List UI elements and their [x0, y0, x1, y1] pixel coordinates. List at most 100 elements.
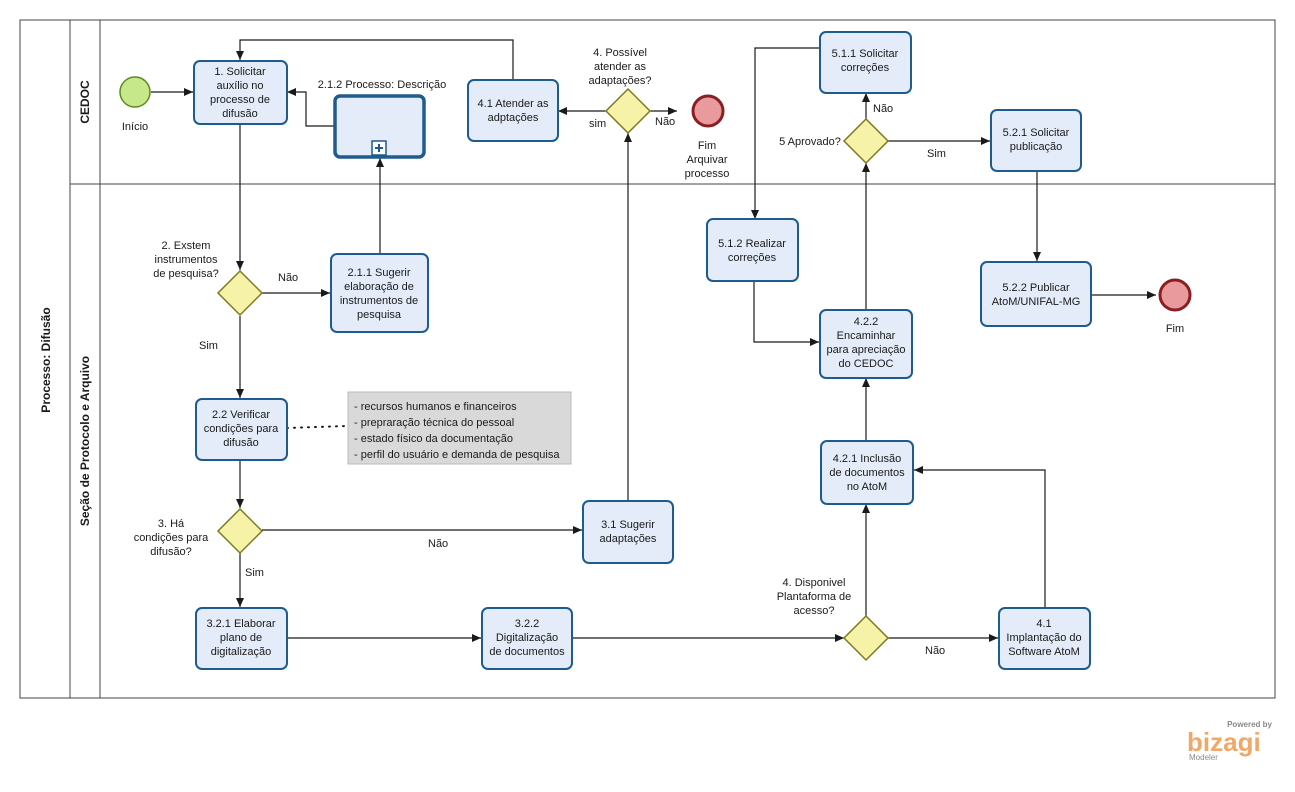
task-2-1-1-line-4: pesquisa — [357, 309, 402, 321]
annotation-association — [286, 425, 347, 429]
gateway-3-label-3: difusão? — [150, 546, 192, 558]
gateway-2-label-3: de pesquisa? — [153, 268, 218, 280]
task-4-2-1-line-1: 4.2.1 Inclusão — [833, 453, 902, 465]
task-3-1-sugerir-adaptacoes[interactable]: 3.1 Sugerir adaptações — [582, 500, 674, 564]
task-5-2-2-line-1: 5.2.2 Publicar — [1002, 282, 1070, 294]
annotation-line-4: - perfil do usuário e demanda de pesquis… — [354, 449, 560, 461]
task-2-1-1-line-2: elaboração de — [344, 281, 414, 293]
task-2-1-1-line-3: instrumentos de — [340, 295, 418, 307]
task-2-1-1-sugerir-elaboracao[interactable]: 2.1.1 Sugerir elaboração de instrumentos… — [330, 253, 429, 333]
flow-label-sim-3: sim — [589, 118, 606, 130]
flow-label-sim-2: Sim — [245, 567, 264, 579]
task-4-1b-line-2: Implantação do — [1006, 632, 1081, 644]
task-3-2-1-line-3: digitalização — [211, 646, 272, 658]
sequence-flows — [151, 39, 1156, 642]
task-5-1-1-solicitar-correcoes[interactable]: 5.1.1 Solicitar correções — [819, 31, 912, 94]
gateway-4-label-1: 4. Possível — [593, 47, 647, 59]
task-3-2-2-line-3: de documentos — [489, 646, 565, 658]
task-3-2-1-elaborar-plano[interactable]: 3.2.1 Elaborar plano de digitalização — [195, 607, 288, 670]
task-5-2-1-line-1: 5.2.1 Solicitar — [1003, 127, 1070, 139]
gateway-2-instrumentos[interactable] — [216, 269, 264, 317]
task-5-2-2-line-2: AtoM/UNIFAL-MG — [992, 296, 1081, 308]
task-3-1-line-1: 3.1 Sugerir — [601, 519, 655, 531]
task-5-2-1-solicitar-publicacao[interactable]: 5.2.1 Solicitar publicação — [990, 109, 1082, 172]
task-1-line-2: auxílio no — [216, 80, 263, 92]
gateway-2-label-1: 2. Exstem — [162, 240, 211, 252]
text-annotation: - recursos humanos e financeiros - prepr… — [347, 391, 572, 465]
flow-label-nao-2: Não — [428, 538, 448, 550]
gateway-3-condicoes[interactable] — [216, 507, 264, 555]
annotation-line-2: - prepraração técnica do pessoal — [354, 417, 514, 429]
task-4-1b-line-3: Software AtoM — [1008, 646, 1080, 658]
gateway-5-label: 5 Aprovado? — [779, 136, 841, 148]
task-4-2-2-line-2: Encaminhar — [837, 330, 896, 342]
pool-title: Processo: Difusão — [39, 307, 53, 412]
flow-label-sim-1: Sim — [199, 340, 218, 352]
gateway-4-label-3: adaptações? — [589, 75, 652, 87]
gateway-4-label-2: atender as — [594, 61, 646, 73]
gateway-3-label-1: 3. Há — [158, 518, 185, 530]
task-4-2-2-line-3: para apreciação — [827, 344, 906, 356]
task-4-2-2-line-4: do CEDOC — [838, 358, 893, 370]
task-4-1a-line-1: 4.1 Atender as — [478, 98, 549, 110]
annotation-line-1: - recursos humanos e financeiros — [354, 401, 517, 413]
task-1-solicitar-auxilio[interactable]: 1. Solicitar auxílio no processo de difu… — [193, 60, 288, 125]
task-5-1-1-line-1: 5.1.1 Solicitar — [832, 48, 899, 60]
flow-label-nao-3: Não — [655, 116, 675, 128]
subprocess-2-1-2-descricao[interactable] — [333, 94, 426, 159]
flow-label-nao-4: Não — [873, 103, 893, 115]
end-event-fim-label: Fim — [1166, 323, 1184, 335]
task-4-1a-line-2: adptações — [488, 112, 539, 124]
task-4-1-implantacao-atom[interactable]: 4.1 Implantação do Software AtoM — [998, 607, 1091, 670]
lane-secao-title: Seção de Protocolo e Arquivo — [78, 356, 92, 526]
end-event-arquivar[interactable] — [691, 94, 725, 128]
task-2-2-line-1: 2.2 Verificar — [212, 409, 270, 421]
flow-label-nao-1: Não — [278, 272, 298, 284]
task-5-1-2-realizar-correcoes[interactable]: 5.1.2 Realizar correções — [706, 218, 799, 282]
flow-label-sim-4: Sim — [927, 148, 946, 160]
task-5-2-2-publicar[interactable]: 5.2.2 Publicar AtoM/UNIFAL-MG — [980, 261, 1092, 327]
gateway-2-label-2: instrumentos — [155, 254, 218, 266]
task-3-2-2-line-1: 3.2.2 — [515, 618, 539, 630]
task-5-1-1-line-2: correções — [841, 62, 890, 74]
subprocess-2-1-2-label: 2.1.2 Processo: Descrição — [318, 79, 446, 91]
task-4-2-2-line-1: 4.2.2 — [854, 316, 878, 328]
task-3-2-2-digitalizacao[interactable]: 3.2.2 Digitalização de documentos — [481, 607, 573, 670]
start-event-label: Início — [122, 121, 148, 133]
bizagi-logo: Powered by bizagi Modeler — [1187, 720, 1273, 762]
gateway-4-adaptacoes[interactable] — [604, 87, 652, 135]
task-2-2-verificar-condicoes[interactable]: 2.2 Verificar condições para difusão — [195, 398, 288, 461]
task-3-2-1-line-2: plano de — [220, 632, 262, 644]
task-2-2-line-3: difusão — [223, 437, 258, 449]
gateway-4d-label-1: 4. Disponivel — [783, 577, 846, 589]
task-4-2-1-line-2: de documentos — [829, 467, 905, 479]
modeler-text: Modeler — [1189, 753, 1218, 762]
gateway-4-plataforma[interactable] — [842, 614, 890, 662]
task-3-1-line-2: adaptações — [600, 533, 657, 545]
flow-label-nao-5: Não — [925, 645, 945, 657]
end-event-arquivar-label-2: Arquivar — [687, 154, 728, 166]
task-4-2-2-encaminhar[interactable]: 4.2.2 Encaminhar para apreciação do CEDO… — [819, 309, 913, 379]
powered-by-text: Powered by — [1227, 720, 1272, 729]
task-4-2-1-line-3: no AtoM — [847, 481, 887, 493]
task-3-2-1-line-1: 3.2.1 Elaborar — [206, 618, 275, 630]
bizagi-wordmark: bizagi — [1187, 727, 1261, 757]
task-1-line-1: 1. Solicitar — [214, 66, 266, 78]
annotation-line-3: - estado físico da documentação — [354, 433, 513, 445]
gateway-4d-label-2: Plantaforma de — [777, 591, 852, 603]
gateway-3-label-2: condições para — [134, 532, 209, 544]
end-event-fim[interactable] — [1158, 278, 1192, 312]
task-4-2-1-inclusao[interactable]: 4.2.1 Inclusão de documentos no AtoM — [820, 440, 914, 505]
task-4-1-atender-adaptacoes[interactable]: 4.1 Atender as adptações — [467, 79, 559, 142]
task-1-line-4: difusão — [222, 108, 257, 120]
gateway-4d-label-3: acesso? — [794, 605, 835, 617]
start-event[interactable] — [119, 76, 151, 108]
end-event-arquivar-label-3: processo — [685, 168, 730, 180]
task-5-1-2-line-2: correções — [728, 252, 777, 264]
task-5-1-2-line-1: 5.1.2 Realizar — [718, 238, 786, 250]
task-2-1-1-line-1: 2.1.1 Sugerir — [348, 267, 411, 279]
lane-cedoc-title: CEDOC — [78, 80, 92, 124]
task-1-line-3: processo de — [210, 94, 270, 106]
gateway-5-aprovado[interactable] — [842, 117, 890, 165]
